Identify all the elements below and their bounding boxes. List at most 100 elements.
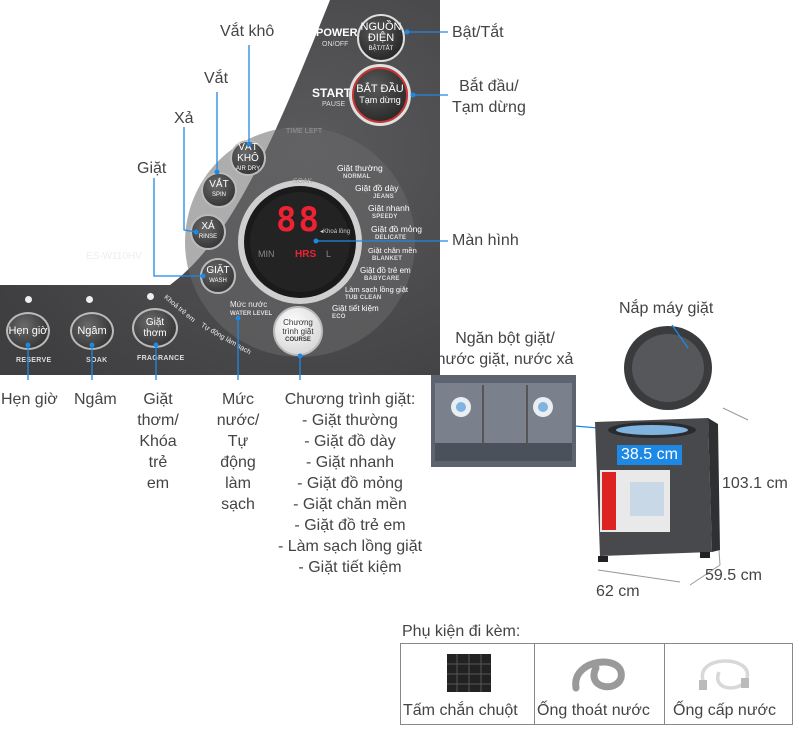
accessory-drain-hose-label: Ống thoát nước [537, 702, 650, 719]
program-babycare-vi: Giặt đồ trẻ em [360, 266, 411, 275]
program-tub-clean-en: TUB CLEAN [345, 295, 382, 301]
program-delicate-vi: Giặt đồ mỏng [371, 224, 423, 234]
program-delicate-en: DELICATE [375, 235, 407, 241]
program-blanket-vi: Giặt chăn mền [368, 246, 417, 255]
start-label: START [312, 86, 352, 100]
start-button-line1: BẮT ĐẦU [356, 83, 404, 95]
power-button-line1: NGUỒN [360, 20, 402, 33]
spin-button-sub: SPIN [211, 192, 226, 198]
annotation-fragrance-line1: Giặt [143, 391, 173, 408]
spin-button-label: VẮT [209, 179, 229, 190]
wash-button-sub: WASH [209, 278, 227, 284]
water-level-sub: WATER LEVEL [230, 311, 273, 317]
reserve-sub: RESERVE [16, 357, 52, 364]
program-speedy-en: SPEEDY [372, 214, 398, 220]
accessory-inlet-hose-label: Ống cấp nước [673, 702, 777, 719]
annotation-course-item: - Giặt chăn mền [293, 496, 407, 513]
accessory-divider [664, 644, 665, 724]
program-normal-vi: Giặt thường [337, 163, 383, 173]
lock-indicator: ◂Khoá lồng [320, 229, 351, 235]
course-button[interactable]: Chương trình giặt COURSE [273, 306, 323, 356]
hrs-indicator: HRS [295, 249, 317, 260]
model-label: ES-W110HV [86, 251, 142, 262]
annotation-water-level-line2: nước/ [216, 412, 260, 429]
annotation-water-level-line1: Mức [221, 391, 255, 408]
annotation-course-item: - Giặt đồ dày [304, 433, 396, 450]
inlet-hose-image [699, 659, 749, 690]
annotation-course-title: Chương trình giặt: [284, 391, 416, 408]
program-jeans-vi: Giặt đồ dày [355, 183, 399, 193]
liter-indicator: L [326, 249, 332, 259]
annotation-water-level-line3: Tự [227, 433, 249, 450]
accessories-table: Tấm chắn chuột Ống thoát nước Ống cấp nư… [400, 643, 793, 725]
rinse-button-label: XẢ [201, 221, 215, 232]
fragrance-button-label: Giặt thơm [143, 317, 167, 339]
annotation-fragrance-line3: Khóa [139, 433, 177, 450]
program-babycare-en: BABYCARE [364, 276, 400, 282]
annotation-soak: Ngâm [74, 391, 117, 408]
power-label: POWER [316, 27, 358, 39]
start-button-line2: Tạm dừng [359, 95, 401, 105]
annotation-water-level-line4: động [220, 454, 256, 471]
annotation-course-item: - Làm sạch lồng giặt [277, 538, 423, 555]
reserve-button-label: Hẹn giờ [8, 324, 48, 337]
annotation-course-item: - Giặt đồ trẻ em [294, 517, 406, 534]
annotation-course-item: - Giặt tiết kiệm [298, 559, 402, 576]
soak-button-label: Ngâm [77, 324, 107, 337]
rinse-button-sub: RINSE [198, 234, 218, 240]
soak-display-label: SOAK [293, 178, 313, 185]
annotation-course-item: - Giặt đồ mỏng [297, 475, 403, 492]
width-dimension: 62 cm [596, 583, 640, 600]
control-panel: POWER ON/OFF NGUỒN ĐIỆN BẬT/TẮT START PA… [0, 0, 440, 380]
start-button[interactable]: BẮT ĐẦU Tạm dừng [349, 64, 411, 126]
annotation-course: Chương trình giặt: - Giặt thường - Giặt … [262, 389, 438, 578]
course-button-label: Chương trình giặt [282, 317, 314, 336]
detergent-drawer-image [431, 375, 576, 467]
annotation-fragrance-line2: thơm/ [137, 412, 179, 429]
wash-button[interactable]: GIẶT WASH [200, 258, 236, 294]
annotation-start: Bắt đầu/ Tạm dừng [452, 76, 526, 118]
annotation-rinse: Xả [174, 110, 194, 127]
power-button-line2: ĐIỆN [367, 31, 395, 44]
annotation-lid: Nắp máy giặt [619, 300, 714, 317]
power-button[interactable]: NGUỒN ĐIỆN BẬT/TẮT [357, 14, 405, 62]
program-blanket-en: BLANKET [372, 256, 403, 262]
annotation-start-line2: Tạm dừng [452, 99, 526, 116]
annotation-course-item: - Giặt thường [302, 412, 398, 429]
capacity-label: 11.0kg [84, 265, 146, 286]
depth-dimension: 59.5 cm [705, 567, 762, 584]
annotation-display: Màn hình [452, 232, 519, 249]
accessories-title: Phụ kiện đi kèm: [402, 623, 521, 640]
soak-indicator-dot [86, 296, 93, 303]
accessory-rat-guard-label: Tấm chắn chuột [403, 702, 518, 719]
washer-image [595, 324, 749, 586]
annotation-course-item: - Giặt nhanh [305, 454, 395, 471]
time-left-label: TIME LEFT [286, 128, 323, 135]
fragrance-sub: FRAGRANCE [137, 355, 185, 362]
annotation-spin: Vắt [204, 70, 229, 87]
panel-shape [0, 0, 440, 375]
program-tub-clean-vi: Làm sạch lồng giặt [345, 285, 408, 294]
rat-guard-image [447, 654, 491, 692]
annotation-power: Bật/Tắt [452, 24, 504, 41]
display-digits: 88 [276, 200, 321, 240]
annotation-water-level-line6: sạch [221, 496, 255, 513]
annotation-detergent-line2: nước giặt, nước xả [436, 351, 574, 368]
annotation-start-line1: Bắt đầu/ [459, 78, 519, 95]
start-sub-label: PAUSE [322, 101, 346, 108]
fragrance-button[interactable]: Giặt thơm [132, 308, 178, 348]
power-button-sub: BẬT/TẮT [368, 45, 394, 52]
accessory-divider [534, 644, 535, 724]
annotation-wash: Giặt [137, 160, 167, 177]
annotation-detergent-drawer: Ngăn bột giặt/ nước giặt, nước xả [432, 328, 578, 370]
program-eco-en: ECO [332, 314, 346, 320]
annotation-reserve: Hẹn giờ [1, 391, 58, 408]
